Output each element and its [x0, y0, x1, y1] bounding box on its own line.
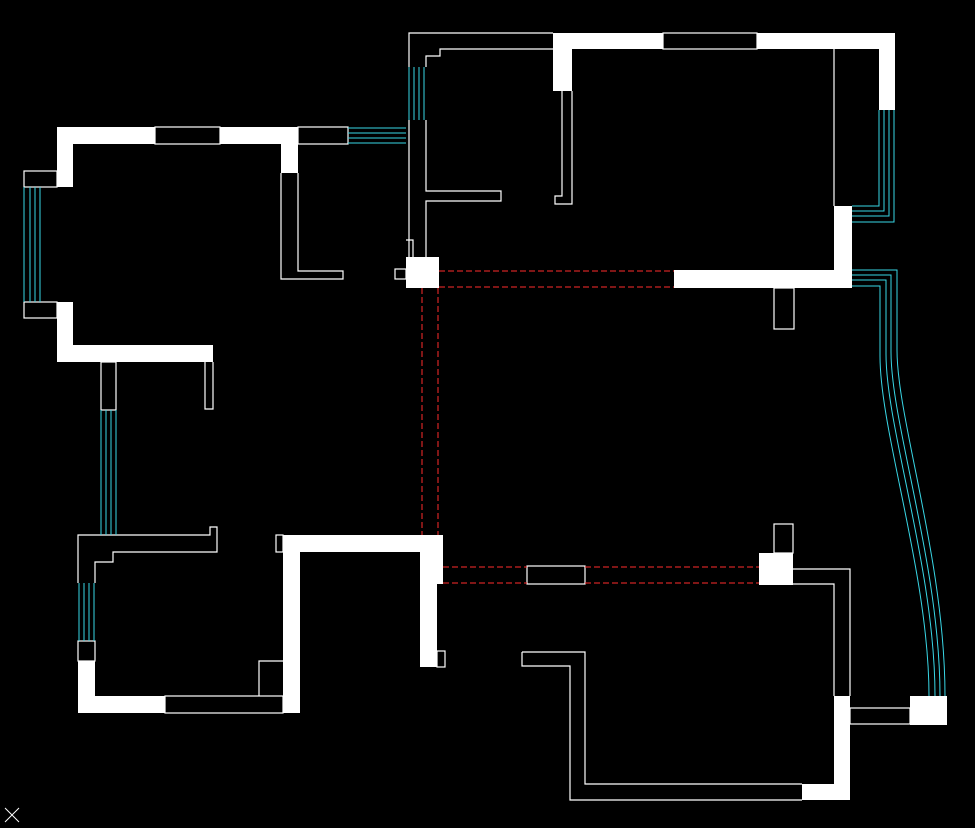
wall-opening — [297, 126, 349, 145]
wall-segment — [78, 696, 165, 713]
wall-outline — [280, 173, 344, 280]
wall-segment — [283, 535, 443, 552]
wall-opening — [394, 268, 407, 280]
wall-segment — [757, 33, 895, 49]
window — [23, 187, 41, 302]
window — [408, 67, 425, 120]
wall-segment — [553, 33, 572, 91]
window — [348, 127, 406, 144]
outlines-layer — [23, 32, 911, 801]
wall-opening — [773, 523, 794, 554]
window — [100, 410, 117, 535]
wall-outline — [554, 91, 573, 205]
wall-segment — [57, 127, 73, 187]
wall-segment — [674, 270, 852, 288]
wall-segment — [57, 127, 155, 144]
wall-outline — [521, 652, 802, 801]
wall-outline — [793, 583, 835, 696]
wall-opening — [77, 640, 96, 662]
column — [910, 696, 947, 725]
wall-outline — [406, 239, 414, 257]
window — [852, 110, 895, 223]
wall-outline — [425, 120, 502, 257]
wall-segment — [281, 127, 298, 173]
wall-segment — [553, 33, 663, 49]
wall-opening — [849, 707, 911, 725]
wall-segment — [879, 33, 895, 110]
wall-outline — [258, 660, 283, 696]
walls-layer — [57, 33, 947, 800]
wall-opening — [275, 534, 284, 553]
wall-segment — [420, 584, 437, 667]
column — [406, 257, 439, 288]
wall-segment — [57, 345, 213, 362]
windows-layer — [23, 67, 946, 697]
wall-segment — [834, 696, 850, 800]
wall-segment — [420, 535, 443, 584]
wall-opening — [154, 126, 221, 145]
wall-segment — [283, 535, 300, 713]
wall-opening — [100, 361, 117, 411]
wall-segment — [802, 784, 850, 800]
wall-segment — [834, 206, 852, 288]
wall-opening — [662, 32, 758, 50]
wall-outline — [522, 651, 802, 785]
wall-outline — [793, 568, 851, 696]
window — [852, 269, 946, 697]
window — [78, 583, 95, 641]
wall-opening — [436, 650, 446, 668]
wall-segment — [220, 127, 298, 144]
wall-outline — [425, 48, 553, 67]
wall-opening — [164, 695, 284, 714]
wall-outline — [77, 526, 218, 583]
column — [759, 553, 793, 585]
wall-outline — [408, 32, 553, 67]
beams-layer — [421, 270, 759, 584]
wall-opening — [773, 287, 795, 330]
wall-outline — [204, 362, 214, 410]
wall-opening — [526, 565, 586, 585]
ucs-axis-icon — [4, 807, 20, 823]
